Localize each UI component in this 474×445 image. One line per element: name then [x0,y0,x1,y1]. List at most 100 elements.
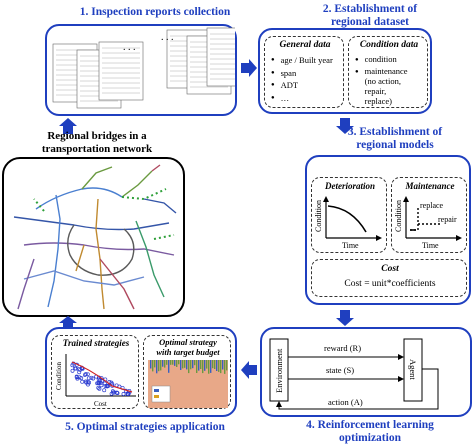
budget-bar [184,360,186,368]
cost-formula: Cost = unit*coefficients [344,279,436,289]
scatter-point [97,386,102,391]
budget-bar [202,360,204,374]
trained-strategies-box: Trained strategies Condition Cost [51,335,139,409]
budget-bar [182,360,184,369]
scatter-point [110,383,115,388]
scatter-point [96,381,101,385]
arrow-down-1 [336,118,354,134]
reward-label: reward (R) [324,343,361,353]
maintenance-title: Maintenance [405,181,455,191]
arrow-left-1 [241,361,257,379]
scatter-y-label: Condition [55,361,63,390]
budget-bar [190,360,192,370]
state-label: state (S) [326,365,354,375]
scatter-point [89,375,94,380]
list-item: ●span [271,67,297,78]
scatter-point [125,392,130,396]
environment-label: Environment [274,348,284,393]
ellipsis-2: . . . [161,32,174,43]
maintenance-box: Maintenance replace repair Condition Tim… [391,177,467,253]
agent-label: Agent [408,359,418,380]
stage1-title: 1. Inspection reports collection [79,6,231,18]
budget-bar [216,360,218,371]
budget-bar [164,360,166,368]
ellipsis-1: . . . [123,42,136,53]
budget-bar [192,360,194,369]
budget-bar [208,360,210,374]
bullet-icon: ● [271,69,275,76]
general-data-list: ●age / Built year ●span ●ADT ●… [271,54,345,104]
bridge-network-map [13,164,177,310]
list-item: ●… [271,92,290,103]
deterioration-title: Deterioration [324,181,375,191]
scatter-point [82,372,87,377]
budget-bar [204,360,206,371]
scatter-point [80,379,85,384]
scatter-point [102,381,107,386]
arrow-right-1 [241,59,257,77]
budget-bar [174,360,176,366]
arrow-up-2 [59,316,77,329]
trained-strategies-scatter: Condition Cost [55,354,136,408]
budget-bar [150,360,152,369]
arrow-down-2 [336,310,354,326]
scatter-point [105,384,110,389]
budget-bar [200,360,202,369]
scatter-point [83,372,88,377]
optimal-strategy-plot [148,360,228,408]
rl-loop-diagram: Environment Agent reward (R) state (S) a… [269,338,439,410]
stage3-title: 3. Establishment of regional models [347,126,443,151]
budget-bar [160,360,162,371]
list-item: ●ADT [271,80,299,90]
report-sheet [206,27,252,87]
list-item: ●maintenance (no action, repair, replace… [355,66,408,106]
budget-bar [180,360,182,370]
scatter-point [97,380,101,385]
condition-data-box: Condition data ●condition●maintenance (n… [348,36,428,108]
regional-models-panel: Deterioration Condition Time Maintenance… [305,155,471,305]
optimal-strategy-box: Optimal strategy with target budget [143,335,231,409]
scatter-point [99,383,104,388]
deterioration-x-label: Time [342,241,359,250]
budget-bar [220,360,222,374]
scatter-x-label: Cost [94,400,107,408]
scatter-point [73,366,78,371]
scatter-point [121,392,126,396]
budget-bar [162,360,164,367]
scatter-point [70,368,75,373]
bullet-icon: ● [271,94,275,101]
budget-bar [186,360,188,370]
bullet-icon: ● [355,69,359,75]
budget-bar [188,360,190,374]
list-item: ●age / Built year [271,55,333,65]
budget-bar [176,360,178,367]
general-data-title: General data [279,40,331,50]
report-sheets-graphic: . . . . . . [52,27,252,109]
budget-bar [166,360,168,365]
scatter-point [103,384,108,388]
budget-bar [218,360,220,372]
report-sheet [98,41,144,101]
maintenance-x-label: Time [422,241,439,250]
transport-network-panel [2,157,185,317]
action-label: action (A) [328,397,363,407]
scatter-point [109,391,114,396]
network-label: Regional bridges in a transportation net… [41,130,153,155]
scatter-point [114,390,119,395]
budget-bar [212,360,214,369]
budget-bar [198,360,200,371]
inspection-reports-panel: . . . . . . [45,24,252,116]
deterioration-box: Deterioration Condition Time [311,177,387,253]
budget-bar [152,360,154,372]
deterioration-y-label: Condition [314,200,323,232]
budget-bar [158,360,160,372]
budget-bar [178,360,180,365]
scatter-point [102,388,107,393]
rl-optimization-panel: Environment Agent reward (R) state (S) a… [260,327,472,417]
scatter-point [86,379,91,384]
scatter-point [77,375,82,380]
maintenance-y-label: Condition [394,200,403,232]
budget-bar [226,360,228,371]
scatter-point [96,385,101,390]
optimal-strategy-title: Optimal strategy with target budget [156,337,220,357]
